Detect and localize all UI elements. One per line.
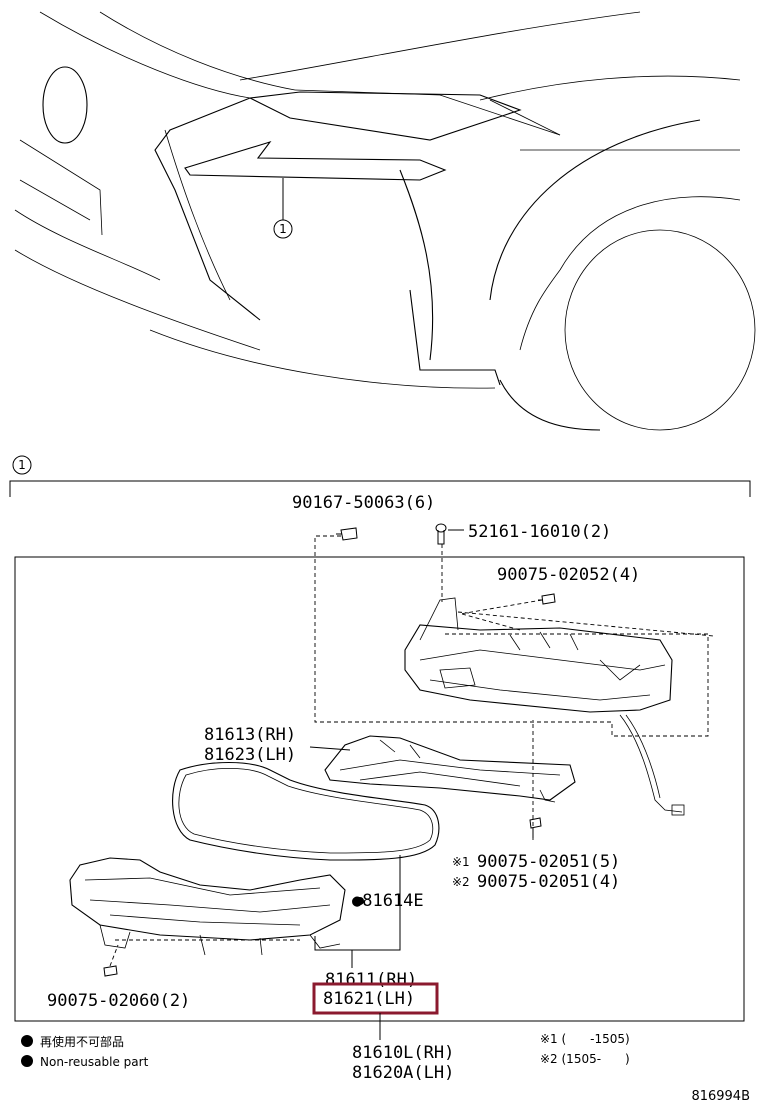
callout-1-top: 1 xyxy=(273,219,293,239)
note2-mark: ※2 xyxy=(452,875,470,889)
screw-right-top-icon xyxy=(538,593,556,605)
label-screw-bottom: 90075-02060(2) xyxy=(47,991,190,1011)
bolt-top-icon xyxy=(435,523,464,545)
legend-note1: ※1 ( -1505) xyxy=(540,1032,630,1046)
label-screw-right-top: 90075-02052(4) xyxy=(497,565,640,585)
screw-note-icon xyxy=(529,817,542,838)
screw-bottom-icon xyxy=(103,965,118,977)
legend-japanese: 再使用不可部品 xyxy=(40,1034,124,1049)
screw-top-icon xyxy=(336,527,358,541)
legend: 再使用不可部品 Non-reusable part ※1 ( -1505) ※2… xyxy=(21,1032,630,1069)
highlight-box xyxy=(312,982,439,1015)
gasket-bullet xyxy=(356,897,364,905)
label-assy-lh: 81621(LH) xyxy=(323,989,415,1009)
solid-leaders xyxy=(309,746,401,1040)
legend-note2: ※2 (1505- ) xyxy=(540,1052,630,1066)
lamp-body-lower xyxy=(69,857,346,956)
lamp-housing-upper xyxy=(404,597,685,816)
label-main-rh: 81610L(RH) xyxy=(352,1043,454,1063)
gasket-seal xyxy=(172,761,440,861)
lamp-lens xyxy=(324,735,576,803)
dashed-leaders xyxy=(109,535,715,967)
label-note1-part: 90075-02051(5) xyxy=(477,852,620,872)
vehicle-front-view xyxy=(14,11,756,431)
section-callout: 1 xyxy=(9,455,751,497)
label-assy-rh: 81611(RH) xyxy=(325,970,417,990)
label-lamp-lh: 81623(LH) xyxy=(204,745,296,765)
label-main-lh: 81620A(LH) xyxy=(352,1063,454,1083)
exploded-view-frame xyxy=(14,556,745,1022)
label-screw-top: 90167-50063(6) xyxy=(292,493,435,513)
illustration-code: 816994B xyxy=(691,1089,750,1104)
label-lamp-rh: 81613(RH) xyxy=(204,725,296,745)
callout-number: 1 xyxy=(279,222,287,236)
section-callout-number: 1 xyxy=(18,458,26,472)
note1-mark: ※1 xyxy=(452,855,470,869)
label-note2-part: 90075-02051(4) xyxy=(477,872,620,892)
legend-english: Non-reusable part xyxy=(40,1055,149,1069)
label-bolt-top: 52161-16010(2) xyxy=(468,522,611,542)
label-gasket: ●81614E xyxy=(352,891,424,911)
legend-bullet-jp xyxy=(21,1035,33,1047)
legend-bullet-en xyxy=(21,1055,33,1067)
